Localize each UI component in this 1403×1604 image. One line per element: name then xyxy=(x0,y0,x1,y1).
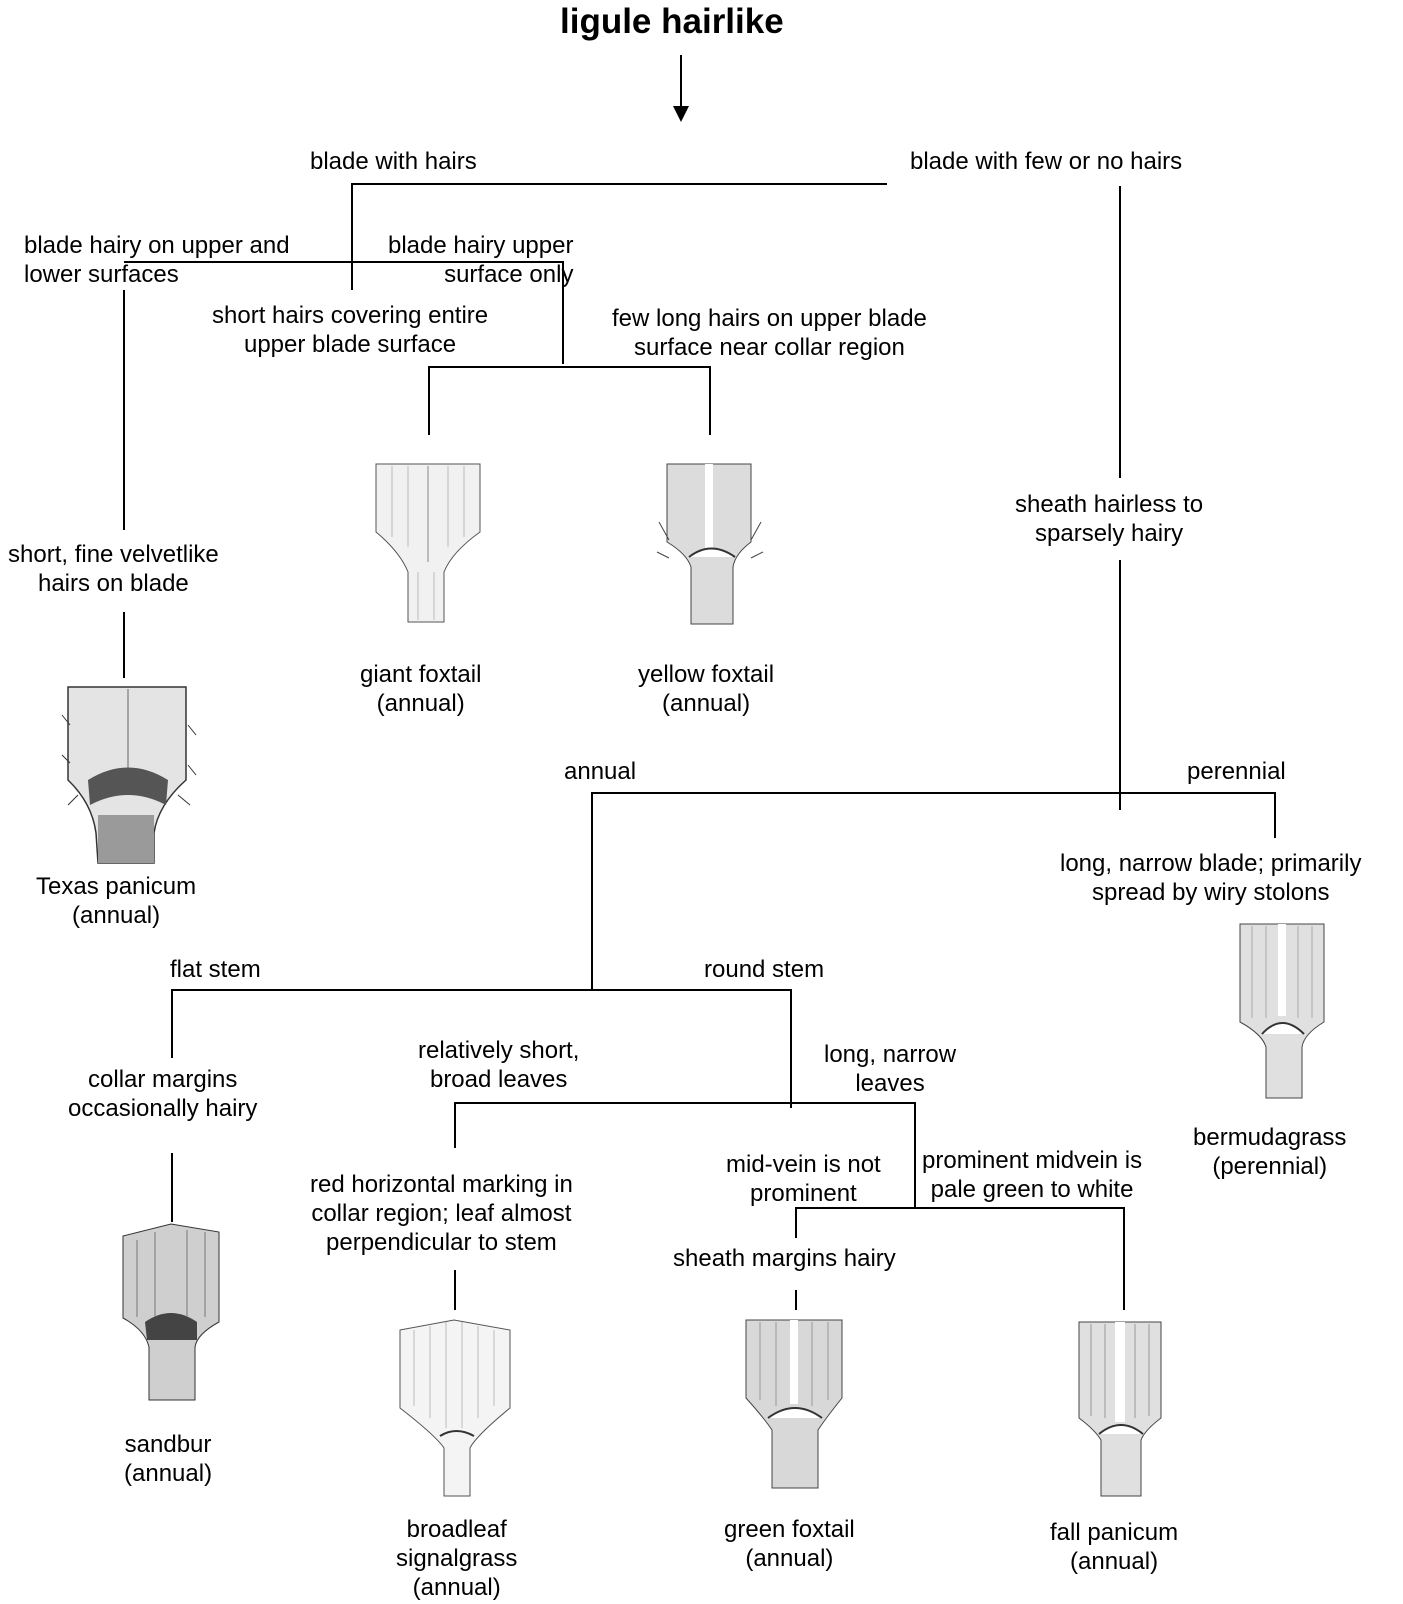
connector-midvein-split xyxy=(795,1207,1125,1310)
label-round-stem: round stem xyxy=(704,956,825,983)
label-sheath-hairless: sheath hairless to sparsely hairy xyxy=(1015,491,1204,547)
label-annual: annual xyxy=(564,758,637,785)
label-few-long-hairs: few long hairs on upper blade surface ne… xyxy=(612,305,927,361)
species-sandbur: sandbur (annual) xyxy=(124,1431,213,1487)
label-collar-margins-hairy: collar margins occasionally hairy xyxy=(68,1066,258,1122)
sandbur-illustration xyxy=(122,1223,220,1401)
label-blade-few-no-hairs: blade with few or no hairs xyxy=(910,148,1183,175)
species-texas-panicum: Texas panicum (annual) xyxy=(36,873,197,929)
yellow-foxtail-illustration xyxy=(656,463,764,625)
texas-panicum-illustration xyxy=(61,686,197,864)
connector-hairy-split xyxy=(124,261,564,364)
label-flat-stem: flat stem xyxy=(170,956,261,983)
connector-stem-split xyxy=(171,989,792,1108)
title-arrow-head xyxy=(673,106,689,122)
label-blade-hairy-upper-only: blade hairy upper surface only xyxy=(388,232,574,288)
green-foxtail-illustration xyxy=(745,1319,843,1489)
connector-annual-perennial xyxy=(591,792,1276,990)
label-long-narrow-leaves: long, narrow leaves xyxy=(824,1041,957,1097)
label-sheath-margins-hairy: sheath margins hairy xyxy=(673,1245,896,1272)
label-relatively-short-broad: relatively short, broad leaves xyxy=(418,1037,580,1093)
label-blade-with-hairs: blade with hairs xyxy=(310,148,477,175)
label-prominent-midvein: prominent midvein is pale green to white xyxy=(922,1147,1143,1203)
label-red-horizontal-marking: red horizontal marking in collar region;… xyxy=(310,1171,573,1256)
label-perennial: perennial xyxy=(1187,758,1286,785)
label-short-hairs-covering: short hairs covering entire upper blade … xyxy=(212,302,489,358)
connector-blade-hairs-split xyxy=(351,183,887,290)
fall-panicum-illustration xyxy=(1078,1321,1162,1497)
species-yellow-foxtail: yellow foxtail (annual) xyxy=(638,661,775,717)
species-giant-foxtail: giant foxtail (annual) xyxy=(360,661,482,717)
species-fall-panicum: fall panicum (annual) xyxy=(1050,1519,1179,1575)
giant-foxtail-illustration xyxy=(375,463,481,623)
species-green-foxtail: green foxtail (annual) xyxy=(724,1516,855,1572)
label-midvein-not-prominent: mid-vein is not prominent xyxy=(726,1151,881,1207)
label-long-narrow-blade-stolons: long, narrow blade; primarily spread by … xyxy=(1060,850,1362,906)
label-short-fine-velvetlike: short, fine velvetlike hairs on blade xyxy=(8,541,219,597)
connector-leaves-split xyxy=(454,1102,916,1208)
page-title: ligule hairlike xyxy=(560,2,784,41)
label-blade-hairy-upper-lower: blade hairy on upper and lower surfaces xyxy=(24,232,290,288)
species-bermudagrass: bermudagrass (perennial) xyxy=(1193,1124,1347,1180)
species-broadleaf-signalgrass: broadleaf signalgrass (annual) xyxy=(396,1516,518,1601)
connector-foxtail-split xyxy=(428,366,711,435)
broadleaf-signalgrass-illustration xyxy=(399,1319,511,1497)
bermudagrass-illustration xyxy=(1239,923,1325,1099)
